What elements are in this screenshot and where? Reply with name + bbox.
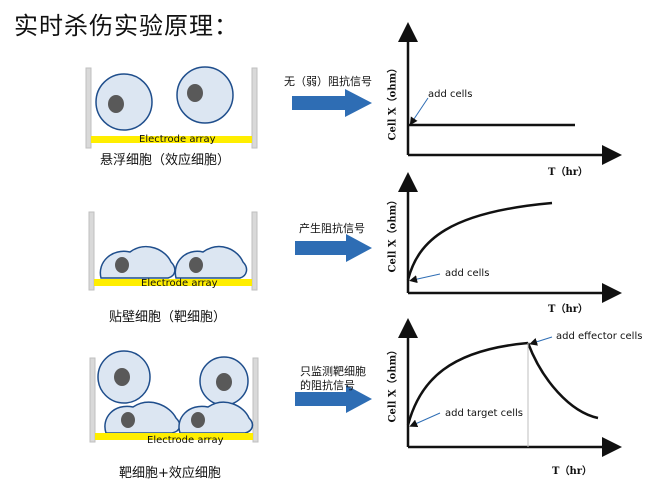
annotation-arrow [529, 336, 553, 346]
annotation-arrow [409, 97, 429, 126]
plot-2 [398, 172, 622, 303]
cell-nucleus [115, 257, 129, 273]
panel-caption: 悬浮细胞（效应细胞） [100, 153, 231, 168]
arrow-label: 产生阻抗信号 [299, 222, 365, 235]
x-axis-label: T（hr） [552, 466, 592, 477]
target-cell [99, 245, 176, 279]
well-wall-left [85, 67, 92, 149]
x-axis-label: T（hr） [548, 304, 588, 315]
arrow-label-line-1: 只监测靶细胞 [300, 365, 366, 378]
cell-nucleus [216, 373, 232, 391]
well-1 [85, 66, 258, 149]
cell-nucleus [187, 84, 203, 102]
well-2 [88, 211, 258, 291]
electrode-array-label: Electrode array [139, 134, 216, 145]
arrow-label-line-2: 的阻抗信号 [300, 379, 355, 392]
impedance-curve [406, 341, 529, 426]
cell-nucleus [189, 257, 203, 273]
cell-nucleus [114, 368, 130, 386]
impedance-curve [406, 201, 553, 281]
plot-1 [398, 22, 622, 165]
arrow-2 [295, 234, 372, 262]
plot-annotation-target: add target cells [445, 408, 524, 419]
electrode-array-bar [95, 433, 253, 440]
page-title: 实时杀伤实验原理： [14, 12, 239, 40]
y-axis-label: Cell X（ohm） [387, 62, 399, 141]
electrode-array-bar [94, 279, 252, 286]
electrode-array-label: Electrode array [147, 435, 224, 446]
target-cell [174, 245, 248, 279]
plot-annotation-effector: add effector cells [556, 331, 643, 342]
arrow-label: 无（弱）阻抗信号 [284, 75, 372, 88]
target-cell [178, 401, 254, 434]
y-axis-label: Cell X（ohm） [387, 194, 399, 273]
cell-nucleus [108, 95, 124, 113]
well-wall-right [251, 67, 258, 149]
well-3 [89, 350, 259, 443]
electrode-array-bar [91, 136, 252, 143]
plot-3 [398, 318, 622, 457]
cell-nucleus [191, 412, 205, 428]
panel-caption: 贴壁细胞（靶细胞） [109, 310, 227, 325]
x-axis-label: T（hr） [548, 167, 588, 178]
arrow-3 [295, 385, 372, 413]
effector-cell [95, 73, 153, 131]
arrow-1 [292, 89, 372, 117]
y-axis-label: Cell X（ohm） [387, 344, 399, 423]
well-wall-right [252, 357, 259, 443]
annotation-arrow [409, 412, 441, 428]
electrode-array-label: Electrode array [141, 278, 218, 289]
target-cell [104, 401, 181, 434]
well-wall-right [251, 211, 258, 291]
well-wall-left [88, 211, 95, 291]
well-wall-left [89, 357, 96, 443]
plot-annotation: add cells [428, 89, 473, 100]
cell-nucleus [121, 412, 135, 428]
effector-cell [176, 66, 234, 124]
impedance-curve-decline [526, 342, 599, 420]
plot-annotation: add cells [445, 268, 490, 279]
panel-caption: 靶细胞+效应细胞 [119, 466, 221, 481]
annotation-arrow [409, 273, 441, 284]
